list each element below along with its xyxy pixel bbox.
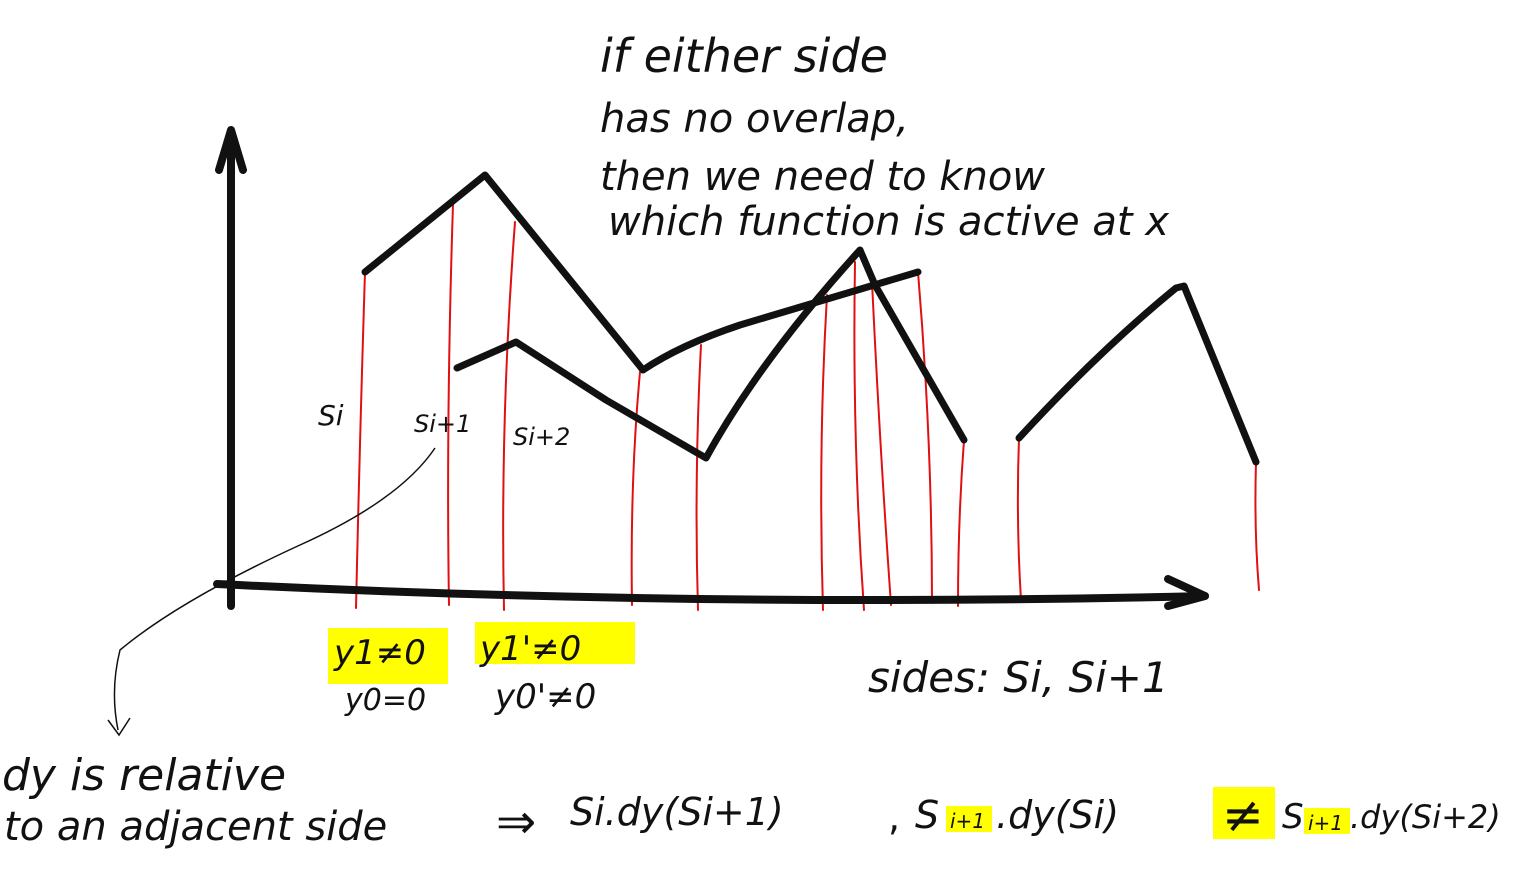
label-s-i: Si [318, 399, 344, 432]
expr-2-post: .dy(Si) [996, 793, 1119, 837]
neq-symbol: ≠ [1222, 786, 1264, 844]
y-axis-arrowhead [215, 126, 247, 174]
expr-3-pre: S [1282, 797, 1304, 837]
highlight-left-condition [328, 628, 448, 684]
bottom-line-1: dy is relative [2, 750, 286, 801]
note-line-3: then we need to know [600, 154, 1045, 200]
implies-arrow: ⇒ [496, 794, 536, 850]
highlight-sub-expr3 [1304, 808, 1350, 834]
expr-3-sub: i+1 [1308, 811, 1343, 835]
expr-2-sub: i+1 [950, 809, 985, 833]
expr-2-pre: S [915, 793, 939, 837]
function-curves [361, 171, 1260, 466]
note-line-1: if either side [600, 29, 888, 83]
note-line-4: which function is active at x [608, 199, 1169, 245]
highlight-sub-expr2 [946, 806, 992, 832]
curve-s-i1 [453, 246, 968, 462]
axes [213, 126, 1209, 610]
x-axis [213, 580, 1209, 604]
note-line-2: has no overlap, [600, 96, 909, 142]
expr-1: Si.dy(Si+1) [570, 790, 784, 834]
highlight-neq [1213, 787, 1275, 839]
condition-left-top: y1≠0 [333, 633, 426, 673]
condition-right-top: y1'≠0 [479, 629, 581, 669]
curve-s-i2 [1015, 282, 1260, 466]
red-guide-lines [355, 203, 1260, 611]
expr-3-post: .dy(Si+2) [1350, 798, 1501, 836]
label-s-i1: Si+1 [414, 410, 471, 438]
curve-s-i [361, 171, 922, 374]
condition-right-bottom: y0'≠0 [494, 677, 596, 717]
highlight-right-condition [475, 622, 635, 664]
x-axis-arrowhead [1164, 575, 1209, 610]
expr-comma: , [888, 795, 900, 839]
bottom-line-2: to an adjacent side [4, 804, 387, 850]
sides-label: sides: Si, Si+1 [868, 653, 1169, 702]
label-s-i2: Si+2 [513, 423, 570, 451]
condition-left-bottom: y0=0 [344, 683, 426, 718]
annotation-arrow [107, 447, 436, 737]
